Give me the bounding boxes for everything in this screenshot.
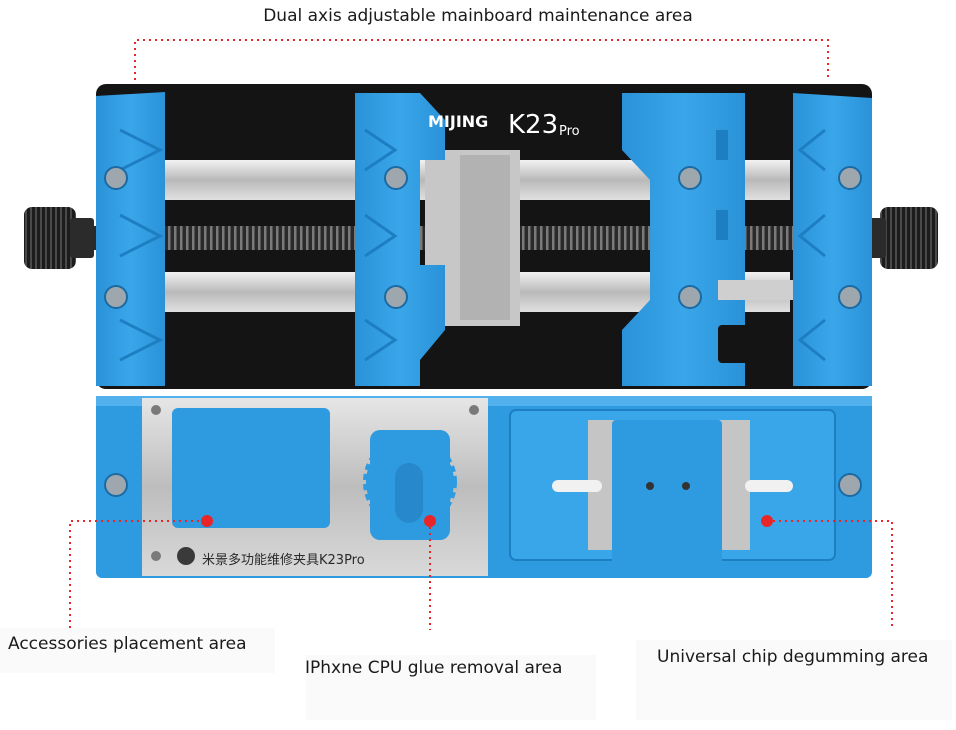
- left-knob[interactable]: [24, 207, 94, 269]
- cpu-glue-marker: [424, 515, 436, 630]
- label-chip-degumming-area: Universal chip degumming area: [657, 647, 929, 667]
- brand-logo: MIJING: [428, 112, 489, 131]
- left-clamp-jaw[interactable]: [96, 92, 165, 386]
- model-suffix: Pro: [559, 124, 580, 139]
- chip-marker: [761, 515, 893, 630]
- model-name: K23: [508, 110, 559, 140]
- right-center-clamp-jaw[interactable]: [622, 93, 745, 386]
- right-clamp-jaw[interactable]: [793, 93, 872, 386]
- chip-degumming-stage: [509, 409, 836, 572]
- accessories-marker: [69, 515, 213, 630]
- top-leader-line: [134, 39, 829, 80]
- label-dual-axis-area: Dual axis adjustable mainboard maintenan…: [263, 6, 693, 26]
- right-knob[interactable]: [866, 207, 938, 269]
- label-accessories-area: Accessories placement area: [8, 634, 247, 654]
- left-center-clamp-jaw[interactable]: [355, 93, 445, 386]
- label-cpu-glue-area: IPhxne CPU glue removal area: [305, 658, 563, 678]
- plate-engraving: 米景多功能维修夹具K23Pro: [202, 553, 365, 568]
